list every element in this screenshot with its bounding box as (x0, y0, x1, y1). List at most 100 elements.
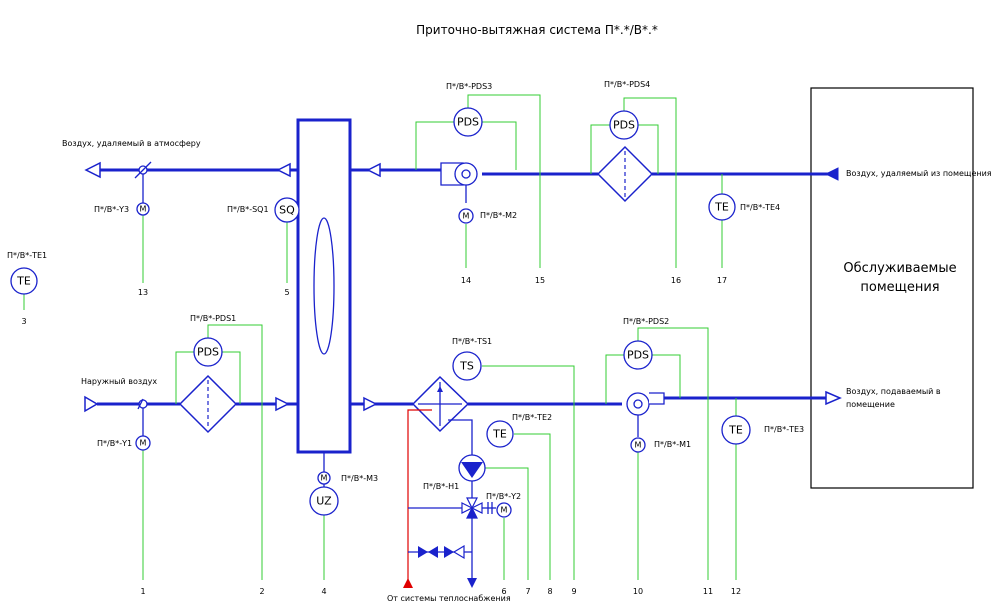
flow-arrow-icon (363, 396, 378, 412)
supply-outlet-arrow (825, 390, 842, 406)
terminal-number: 10 (633, 587, 643, 596)
terminal-number: 1 (140, 587, 145, 596)
served-rooms-box (810, 87, 974, 489)
uz-device-label: UZ (316, 495, 332, 508)
ts1-device-label: TS (459, 360, 474, 373)
ts1-sensor: TS (452, 351, 482, 381)
y2-actuator: M (496, 502, 512, 518)
tag-h1: П*/В*-H1 (423, 482, 459, 491)
tag-pds1: П*/В*-PDS1 (190, 314, 236, 323)
three-way-valve (461, 497, 496, 519)
signal-lines (23, 94, 737, 580)
tag-y2: П*/В*-Y2 (486, 492, 521, 501)
terminal-number: 6 (501, 587, 506, 596)
diagram-title: Приточно-вытяжная система П*.*/В*.* (416, 23, 658, 37)
terminal-number: 11 (703, 587, 713, 596)
tag-te2: П*/В*-TE2 (512, 413, 552, 422)
terminal-number: 15 (535, 276, 545, 285)
pds4-sensor: PDS (609, 110, 639, 140)
y2-motor-label: M (501, 506, 508, 515)
room-label-line2: помещения (860, 280, 939, 295)
heating-circuit (403, 409, 477, 588)
y3-actuator: M (136, 202, 150, 216)
pds1-sensor: PDS (193, 337, 223, 367)
tag-sq1: П*/В*-SQ1 (227, 205, 269, 214)
shutoff-valve (418, 546, 438, 558)
outdoor-air-label: Наружный воздух (81, 377, 157, 386)
terminal-number: 7 (525, 587, 530, 596)
tag-pds2: П*/В*-PDS2 (623, 317, 669, 326)
te2-device-label: TE (492, 428, 507, 441)
tag-te4: П*/В*-TE4 (740, 203, 780, 212)
tag-m3: П*/В*-M3 (341, 474, 378, 483)
tag-te3: П*/В*-TE3 (764, 425, 804, 434)
pds1-device-label: PDS (197, 346, 219, 359)
terminal-number: 2 (259, 587, 264, 596)
pds3-sensor: PDS (453, 107, 483, 137)
m2-motor-label: M (463, 212, 470, 221)
sq1-device-label: SQ (279, 204, 295, 217)
terminal-number: 16 (671, 276, 681, 285)
terminal-number: 13 (138, 288, 148, 297)
supply-label-line2: помещение (846, 400, 895, 409)
flow-arrow-icon (276, 162, 291, 178)
supply-duct (97, 396, 826, 406)
m2-motor: M (458, 208, 474, 224)
tag-pds3: П*/В*-PDS3 (446, 82, 492, 91)
heat-source-label: От системы теплоснабжения (387, 594, 511, 603)
te2-sensor: TE (486, 420, 514, 448)
terminal-number: 14 (461, 276, 471, 285)
tag-ts1: П*/В*-TS1 (452, 337, 492, 346)
outdoor-damper (137, 398, 148, 436)
te1-device-label: TE (16, 275, 31, 288)
te4-sensor: TE (708, 193, 736, 221)
circulation-pump (458, 454, 486, 482)
terminal-number: 17 (717, 276, 727, 285)
m1-motor: M (630, 437, 646, 453)
room-label-line1: Обслуживаемые (843, 261, 956, 276)
m1-motor-label: M (635, 441, 642, 450)
tag-y1: П*/В*-Y1 (97, 439, 132, 448)
check-valve (444, 544, 465, 560)
y1-actuator: M (135, 435, 151, 451)
sq1-sensor: SQ (274, 197, 300, 223)
terminal-number: 3 (21, 317, 26, 326)
exhaust-out-label: Воздух, удаляемый в атмосферу (62, 139, 201, 148)
tag-m2: П*/В*-M2 (480, 211, 517, 220)
tag-te1: П*/В*-TE1 (7, 251, 47, 260)
supply-fan (626, 392, 665, 437)
tag-y3: П*/В*-Y3 (94, 205, 129, 214)
m3-motor-label: M (321, 474, 328, 483)
rotor-wheel-icon (313, 217, 335, 355)
terminal-number: 4 (321, 587, 326, 596)
y3-motor-label: M (140, 205, 147, 214)
supply-label-line1: Воздух, подаваемый в (846, 387, 941, 396)
flow-arrow-icon (275, 396, 290, 412)
exhaust-inlet-arrow (824, 167, 839, 181)
uz-frequency-converter: UZ (309, 486, 339, 516)
exhaust-fan (440, 162, 478, 203)
te3-device-label: TE (728, 424, 743, 437)
terminal-number: 9 (571, 587, 576, 596)
tag-m1: П*/В*-M1 (654, 440, 691, 449)
air-heater (411, 375, 470, 433)
exhaust-damper (134, 161, 152, 203)
exhaust-in-label: Воздух, удаляемый из помещения (846, 169, 992, 178)
exhaust-outlet-arrow (84, 161, 101, 179)
flow-arrow-icon (366, 162, 381, 178)
pds3-device-label: PDS (457, 116, 479, 129)
y1-motor-label: M (140, 439, 147, 448)
te4-device-label: TE (714, 201, 729, 214)
te1-sensor: TE (10, 267, 38, 295)
pds2-device-label: PDS (627, 349, 649, 362)
supply-filter (178, 374, 238, 434)
exhaust-filter (596, 145, 654, 203)
tag-pds4: П*/В*-PDS4 (604, 80, 650, 89)
pds4-device-label: PDS (613, 119, 635, 132)
heat-recovery-unit (296, 118, 352, 454)
te3-sensor: TE (721, 415, 751, 445)
terminal-number: 12 (731, 587, 741, 596)
pds2-sensor: PDS (623, 340, 653, 370)
terminal-number: 8 (547, 587, 552, 596)
